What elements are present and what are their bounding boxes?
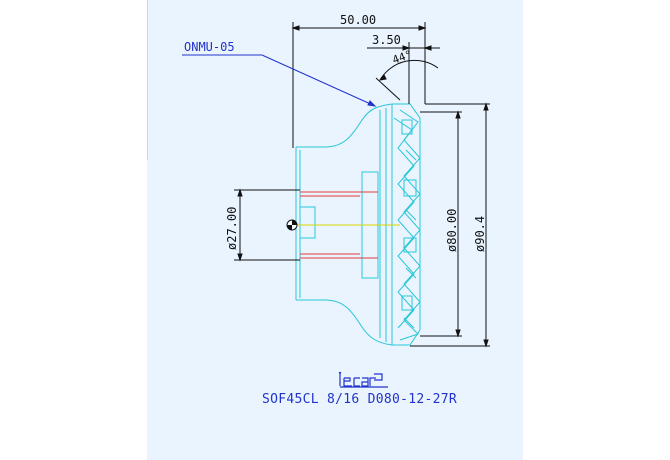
dimension-cutting-diameter <box>420 110 462 338</box>
insert-leader <box>182 54 377 107</box>
center-mark <box>286 219 298 231</box>
dim-text-bore: ø27.00 <box>225 207 239 250</box>
dim-text-offset: 3.50 <box>372 33 401 47</box>
hidden-bore-lines <box>300 191 378 259</box>
sheet-border <box>147 0 148 160</box>
iscar-logo <box>338 372 388 388</box>
dim-text-outer-diameter: ø90.4 <box>473 216 487 252</box>
insert-label: ONMU-05 <box>184 40 235 54</box>
dimension-overall-length <box>291 22 427 148</box>
dimension-outer-diameter <box>410 102 490 348</box>
drawing-sheet <box>147 0 523 460</box>
dim-text-angle: 44° <box>391 48 414 67</box>
dimension-angle <box>375 59 439 101</box>
dim-text-cutting-diameter: ø80.00 <box>445 209 459 252</box>
model-code: SOF45CL 8/16 D080-12-27R <box>262 392 458 407</box>
dim-text-overall-length: 50.00 <box>340 13 376 27</box>
dimension-bore <box>234 188 300 262</box>
dimension-offset <box>367 42 440 104</box>
insert-pockets <box>393 109 421 341</box>
